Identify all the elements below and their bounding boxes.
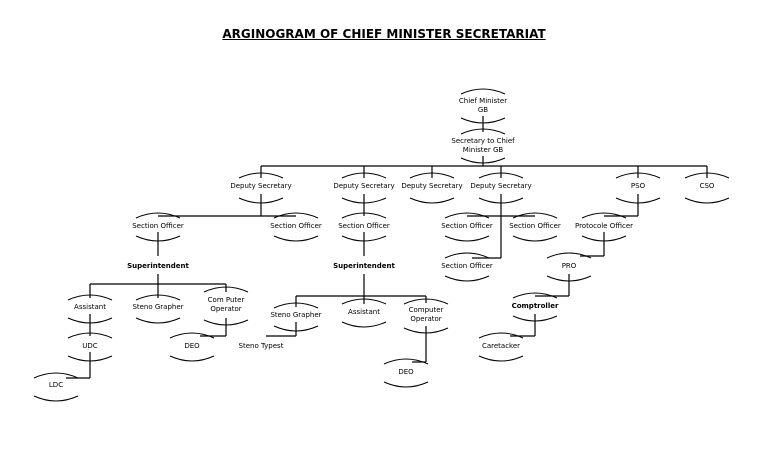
node-label-cso: CSO [700, 182, 715, 190]
node-bracket [403, 298, 449, 305]
node-label-care: Caretacker [482, 342, 520, 350]
node-bracket [341, 172, 387, 179]
chart-title: ARGINOGRAM OF CHIEF MINISTER SECRETARIAT [222, 27, 546, 41]
node-bracket [33, 395, 79, 402]
node-bracket [135, 212, 181, 219]
node-bracket [444, 275, 490, 282]
node-bracket [403, 327, 449, 334]
node-bracket [444, 212, 490, 219]
node-label-pso: PSO [631, 182, 646, 190]
node-label-asst2: Assistant [348, 308, 380, 316]
node-bracket [341, 197, 387, 204]
node-bracket [478, 332, 524, 339]
node-label-sup1: Superintendent [127, 262, 189, 270]
node-bracket [273, 325, 319, 332]
node-bracket [409, 197, 455, 204]
node-bracket [444, 235, 490, 242]
node-bracket [67, 294, 113, 301]
node-bracket [546, 252, 592, 259]
node-bracket [460, 157, 506, 164]
node-bracket [273, 302, 319, 309]
node-bracket [135, 317, 181, 324]
node-bracket [383, 358, 429, 365]
node-bracket [581, 235, 627, 242]
node-bracket [135, 294, 181, 301]
node-bracket [460, 117, 506, 124]
node-bracket [478, 355, 524, 362]
node-bracket [135, 235, 181, 242]
node-label-deo1: DEO [184, 342, 200, 350]
node-label-sup2: Superintendent [333, 262, 395, 270]
node-label-so1: Section Officer [132, 222, 184, 230]
node-label-asst1: Assistant [74, 303, 106, 311]
node-label-so5: Section Officer [509, 222, 561, 230]
node-bracket [512, 235, 558, 242]
node-bracket [615, 197, 661, 204]
node-label-st: Steno Typest [239, 342, 284, 350]
node-bracket [238, 197, 284, 204]
node-bracket [203, 286, 249, 293]
node-label-pro: PRO [562, 262, 577, 270]
node-bracket [203, 319, 249, 326]
node-bracket [615, 172, 661, 179]
node-bracket [460, 88, 506, 95]
node-bracket [67, 332, 113, 339]
node-label-so3: Section Officer [338, 222, 390, 230]
node-bracket [512, 212, 558, 219]
node-label-ds2: Deputy Secretary [333, 182, 394, 190]
node-label-ds4: Deputy Secretary [470, 182, 531, 190]
node-bracket [238, 172, 284, 179]
node-label-sg1: Steno Grapher [132, 303, 183, 311]
node-bracket [67, 317, 113, 324]
node-bracket [273, 235, 319, 242]
node-bracket [478, 172, 524, 179]
node-bracket [546, 275, 592, 282]
node-bracket [67, 355, 113, 362]
node-bracket [460, 128, 506, 135]
node-label-ldc: LDC [49, 381, 63, 389]
node-bracket [341, 212, 387, 219]
node-label-so2: Section Officer [270, 222, 322, 230]
node-bracket [341, 321, 387, 328]
node-label-udc: UDC [82, 342, 98, 350]
node-label-ds3: Deputy Secretary [401, 182, 462, 190]
node-label-ds1: Deputy Secretary [230, 182, 291, 190]
node-bracket [341, 298, 387, 305]
node-label-deo2: DEO [398, 368, 414, 376]
node-bracket [684, 197, 730, 204]
node-bracket [684, 172, 730, 179]
node-bracket [478, 197, 524, 204]
node-bracket [444, 252, 490, 259]
node-bracket [341, 235, 387, 242]
node-bracket [512, 292, 558, 299]
node-label-so4: Section Officer [441, 222, 493, 230]
node-bracket [409, 172, 455, 179]
node-label-proto: Protocole Officer [575, 222, 633, 230]
node-label-comp: Comptroller [512, 302, 559, 310]
node-bracket [169, 355, 215, 362]
node-bracket [169, 332, 215, 339]
node-bracket [383, 381, 429, 388]
node-bracket [512, 315, 558, 322]
node-bracket [581, 212, 627, 219]
node-label-sg2: Steno Grapher [270, 311, 321, 319]
node-bracket [33, 372, 79, 379]
node-bracket [273, 212, 319, 219]
node-label-so6: Section Officer [441, 262, 493, 270]
